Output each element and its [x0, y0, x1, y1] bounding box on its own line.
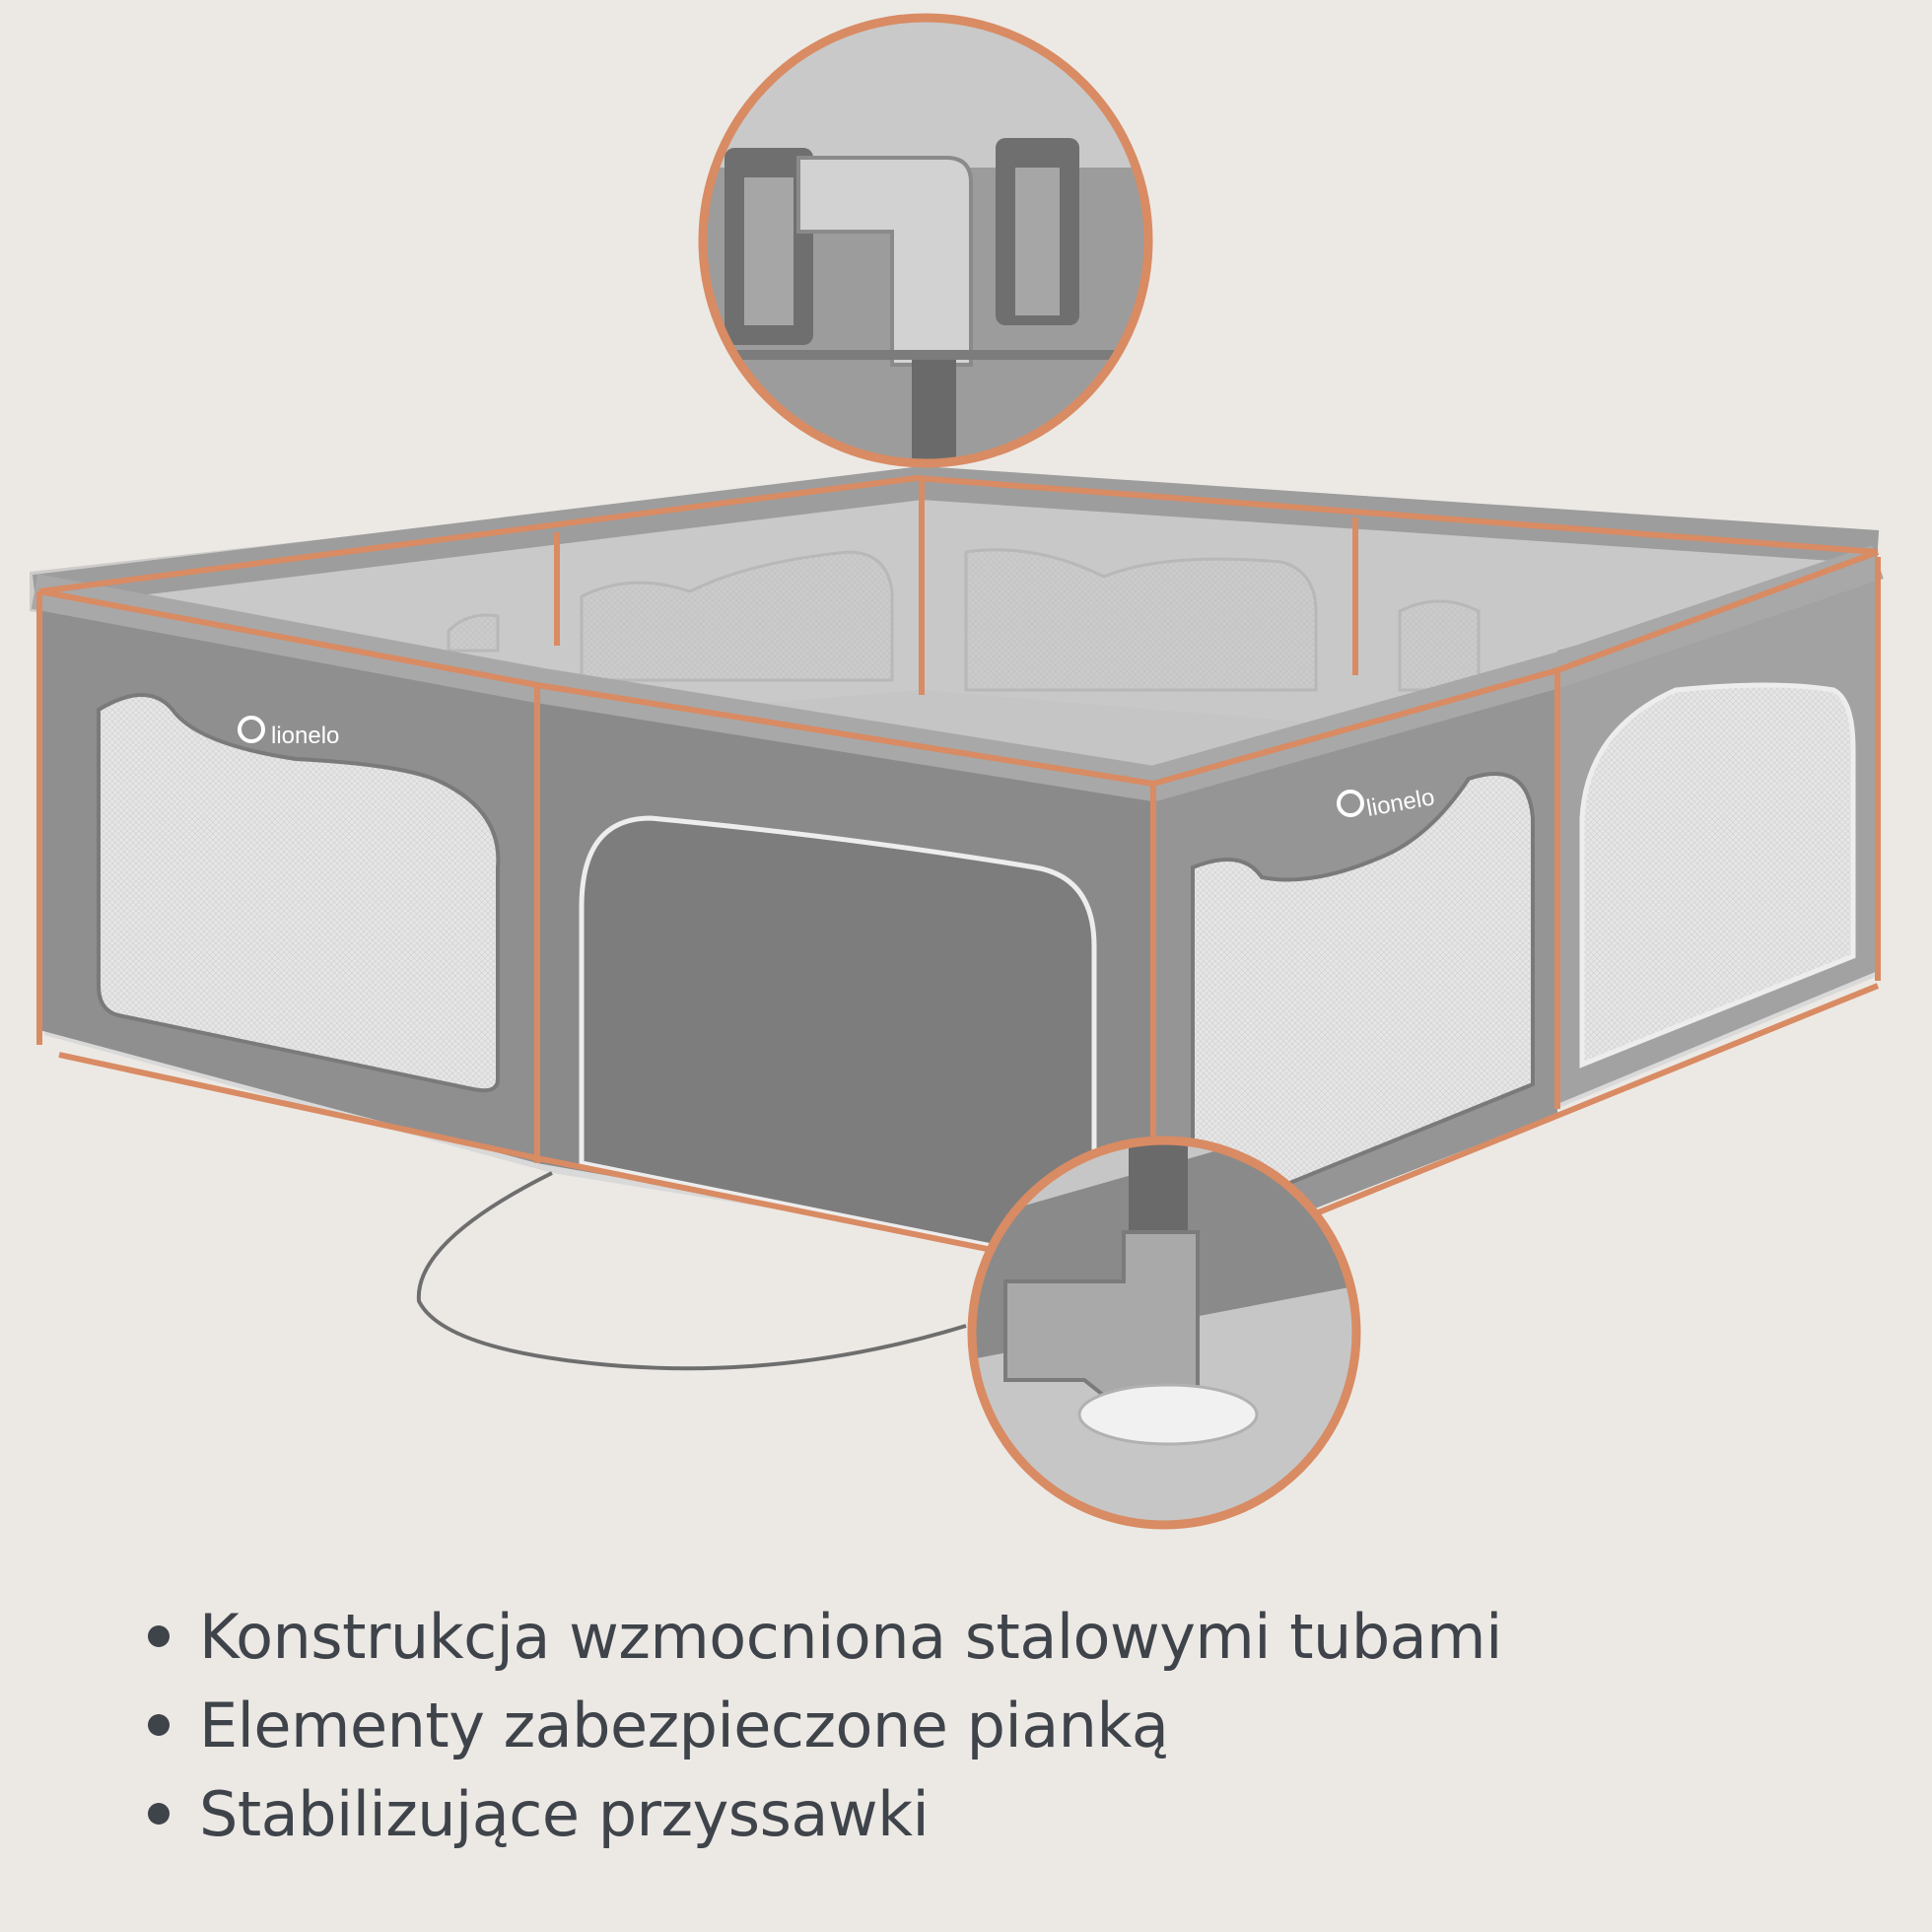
feature-item: Stabilizujące przyssawki [148, 1769, 1502, 1858]
feature-item: Konstrukcja wzmocniona stalowymi tubami [148, 1592, 1502, 1681]
floor-mat-cable [416, 1171, 967, 1371]
bullet-dot-icon [148, 1803, 170, 1825]
feature-item: Elementy zabezpieczone pianką [148, 1681, 1502, 1769]
feature-text: Konstrukcja wzmocniona stalowymi tubami [199, 1600, 1502, 1673]
feature-text: Elementy zabezpieczone pianką [199, 1689, 1169, 1761]
playpen: lionelo lionelo [30, 466, 1884, 1371]
frame-highlight [36, 475, 1881, 1284]
callout-top-corner [698, 13, 1153, 468]
zip-door [579, 815, 1097, 1271]
feature-text: Stabilizujące przyssawki [199, 1777, 930, 1850]
suction-cup [1077, 1383, 1259, 1446]
callout-bottom-corner [967, 1136, 1361, 1530]
bullet-dot-icon [148, 1714, 170, 1736]
feature-list: Konstrukcja wzmocniona stalowymi tubami … [148, 1592, 1502, 1858]
brand-logo-left: lionelo [271, 723, 339, 749]
bullet-dot-icon [148, 1625, 170, 1647]
